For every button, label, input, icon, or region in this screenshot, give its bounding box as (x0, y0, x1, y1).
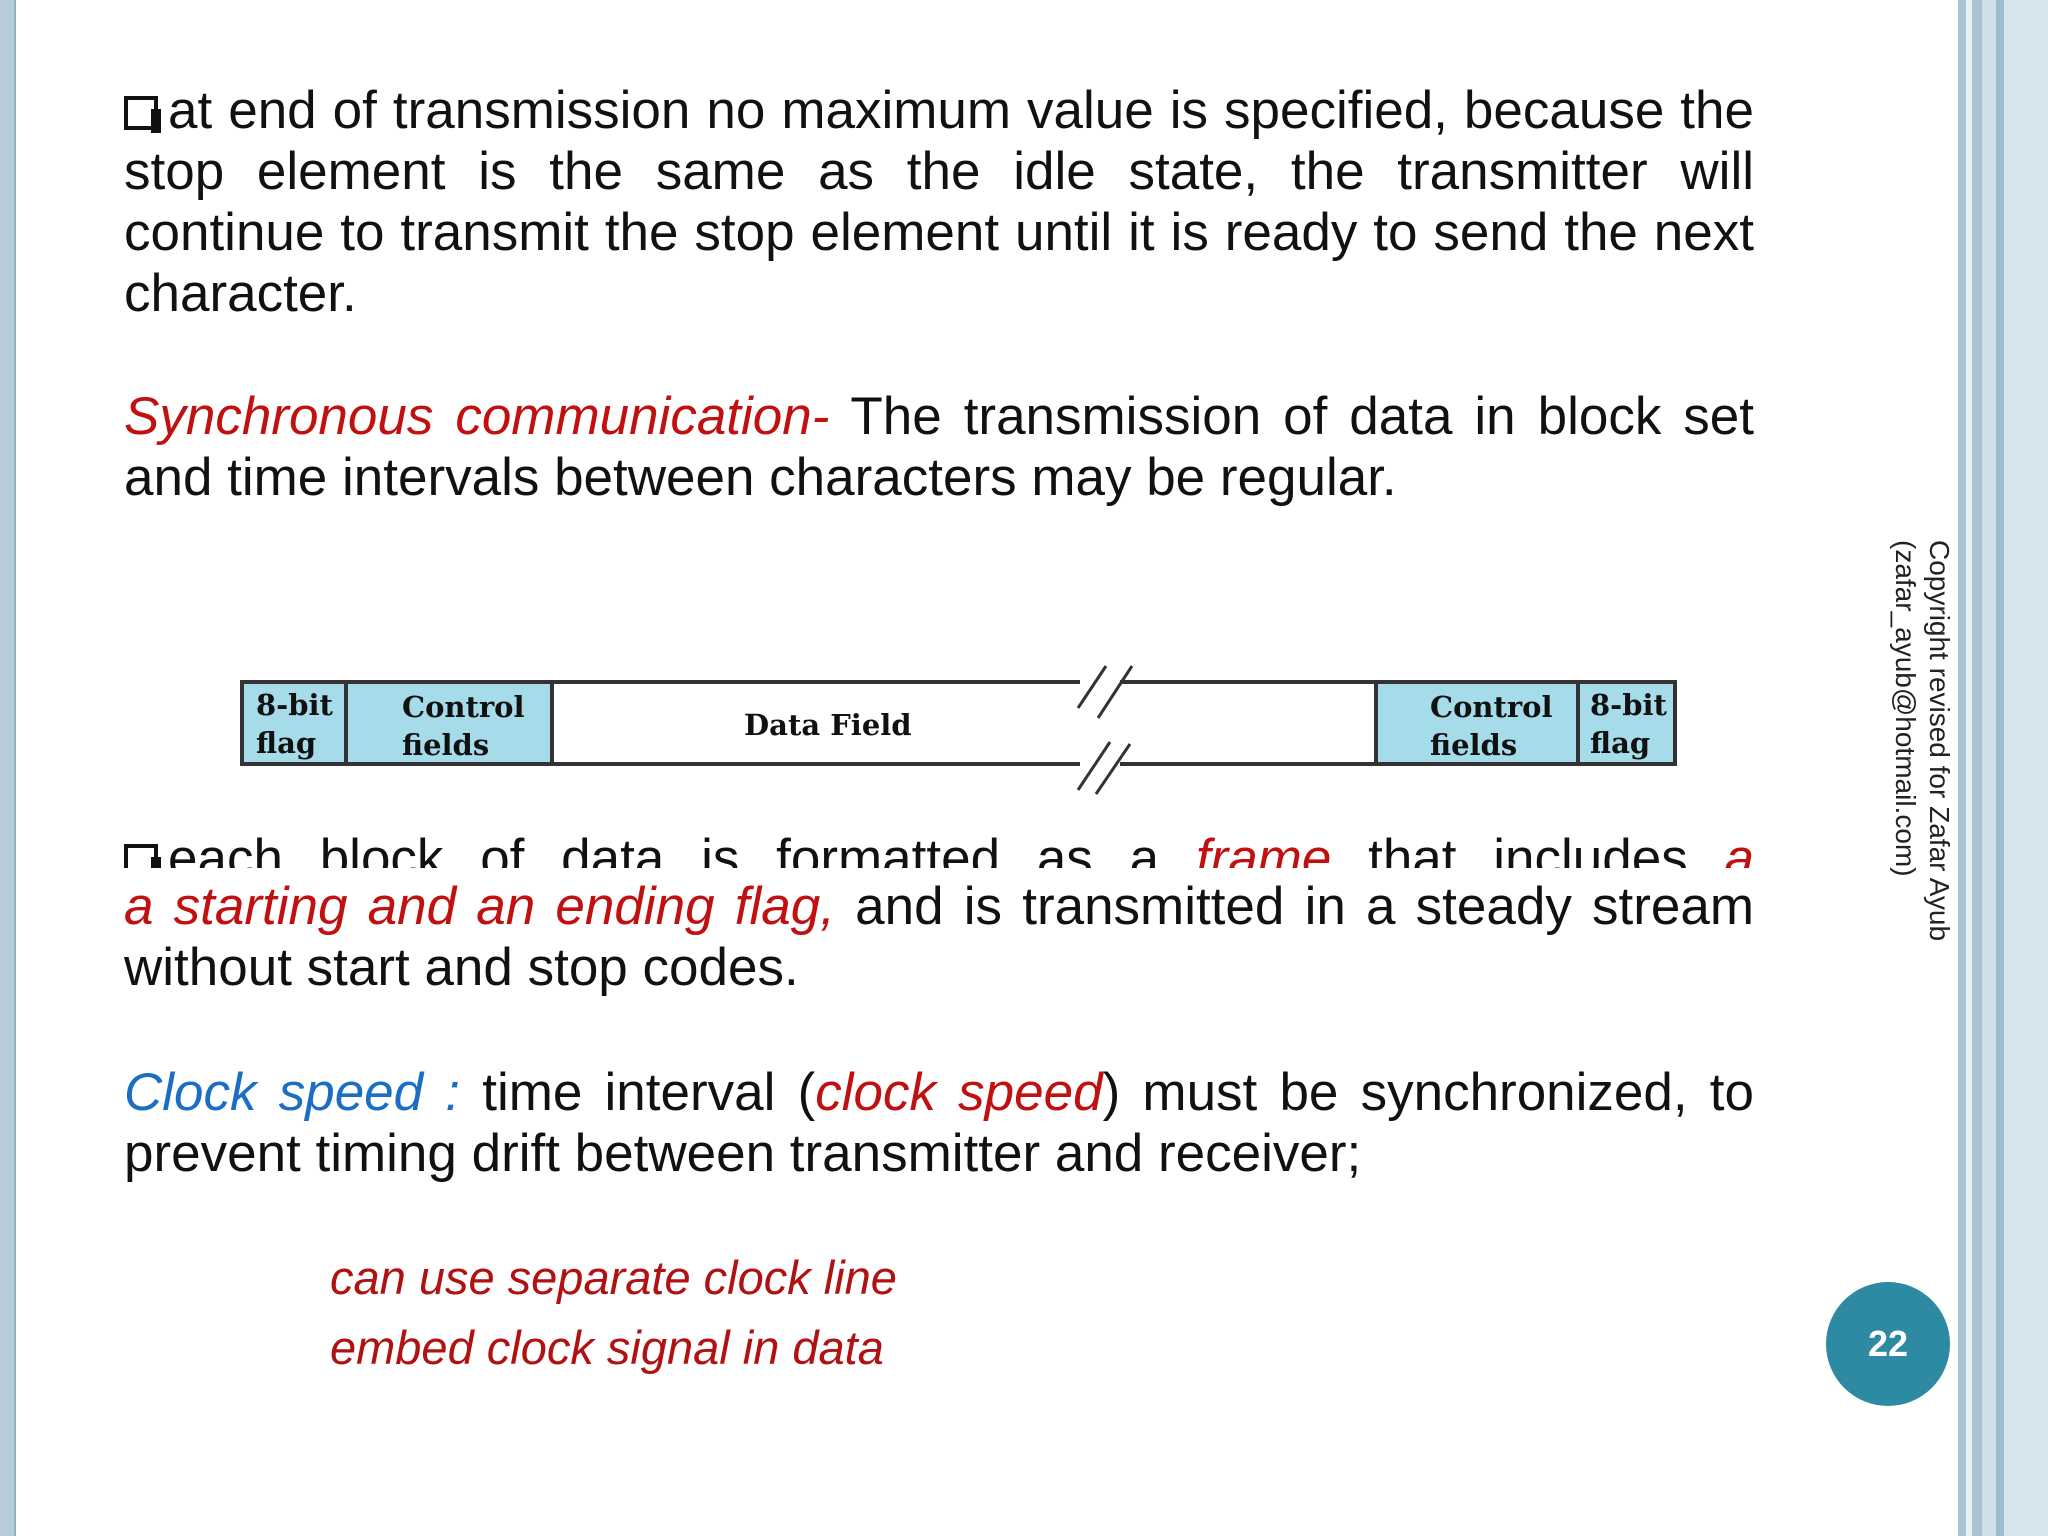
bullet-paragraph-end-of-transmission: at end of transmission no maximum value … (124, 80, 1754, 324)
sub-item-embed-clock-signal: embed clock signal in data (330, 1321, 884, 1374)
right-flag-cell: 8-bit flag (1580, 684, 1673, 762)
left-flag-label-1: 8-bit (256, 688, 333, 722)
clock-speed-term: Clock speed : (124, 1063, 461, 1122)
clock-text-b: ) must be synchronized, to prevent timin… (124, 1063, 1754, 1183)
synchronous-paragraph: Synchronous communication- The transmiss… (124, 386, 1754, 508)
bullet2-text-end: and is transmitted in a steady stream wi… (124, 877, 1754, 997)
copyright-line-2: (zafar_ayub@hotmail.com) (1890, 540, 1921, 877)
clock-speed-paragraph: Clock speed : time interval (clock speed… (124, 1062, 1754, 1184)
sub-item-separate-clock-line: can use separate clock line (330, 1251, 897, 1304)
right-flag-label-1: 8-bit (1590, 688, 1667, 722)
bullet2-text-start: each block of data is formatted as a (168, 829, 1196, 868)
bullet1-text: at end of transmission no maximum value … (124, 81, 1754, 323)
square-bullet-icon (124, 96, 161, 133)
copyright-note: Copyright revised for Zafar Ayub (zafar_… (1888, 540, 1956, 1070)
left-control-cell: Control fields (348, 684, 554, 762)
left-flag-cell: 8-bit flag (244, 684, 348, 762)
right-decor-stripe (1966, 0, 1972, 1536)
bullet2-text-mid: that includes (1331, 829, 1725, 868)
right-decor-stripe (1996, 0, 2004, 1536)
left-control-label-1: Control (402, 690, 525, 724)
synchronous-term: Synchronous communication- (124, 387, 830, 446)
right-decor-stripe (1958, 0, 1966, 1536)
left-flag-label-2: flag (256, 726, 317, 760)
flags-term: a starting and an ending flag, (124, 877, 835, 936)
data-field-label: Data Field (744, 708, 912, 742)
bullet2-first-line: each block of data is formatted as a fra… (124, 808, 1754, 868)
frame-term: frame (1195, 829, 1332, 868)
left-border (0, 0, 16, 1536)
right-control-label-2: fields (1430, 728, 1518, 762)
synchronous-text: The transmission of data in block set an… (124, 387, 1754, 507)
frame-format-diagram: 8-bit flag Control fields Data Field Con… (120, 520, 1840, 820)
square-bullet-icon (124, 844, 161, 868)
data-field-cell: Data Field (554, 684, 1374, 762)
bullet2-rest: a starting and an ending flag, and is tr… (124, 876, 1754, 998)
frame-box: 8-bit flag Control fields Data Field Con… (240, 680, 1677, 766)
left-control-label-2: fields (402, 728, 490, 762)
right-decor-stripe (1982, 0, 1996, 1536)
right-decor-stripe (1972, 0, 1982, 1536)
page-number-badge: 22 (1826, 1282, 1950, 1406)
right-decor-stripe (2004, 0, 2048, 1536)
copyright-line-1: Copyright revised for Zafar Ayub (1924, 540, 1955, 942)
bullet2-first-line-text: each block of data is formatted as a fra… (124, 828, 1754, 868)
clock-text-a: time interval ( (460, 1063, 816, 1122)
right-control-label-1: Control (1430, 690, 1553, 724)
right-control-cell: Control fields (1374, 684, 1580, 762)
clock-speed-inline-term: clock speed (815, 1063, 1103, 1122)
right-flag-label-2: flag (1590, 726, 1651, 760)
break-marks (1076, 665, 1134, 795)
